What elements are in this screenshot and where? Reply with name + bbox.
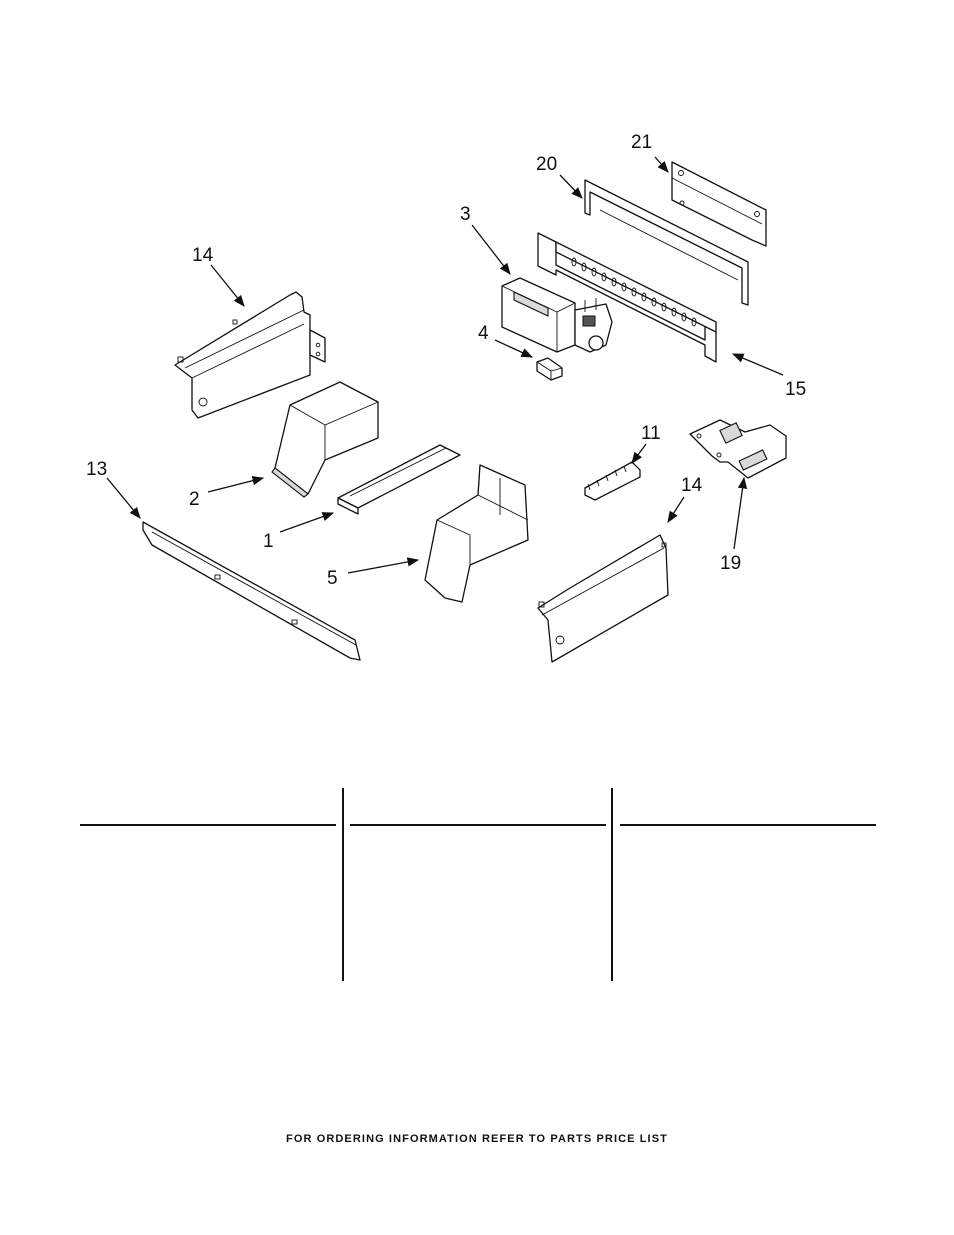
callout-14-upper: 14 [192, 245, 214, 266]
callout-20: 20 [536, 154, 557, 175]
callout-21: 21 [631, 132, 652, 153]
callout-19: 19 [720, 553, 741, 574]
part-19-board [689, 419, 787, 479]
exploded-parts-diagram: 21 20 3 4 15 14 2 1 5 13 11 14 19 [86, 132, 806, 663]
leader-lines [106, 156, 784, 574]
part-14-upper-bracket [174, 291, 326, 419]
part-2-duct [271, 381, 379, 498]
part-11-terminal-block [584, 461, 641, 501]
part-15-perforated-channel [537, 232, 717, 363]
callout-2: 2 [189, 489, 200, 510]
callout-11: 11 [641, 423, 661, 444]
table-divider-1 [342, 788, 344, 981]
part-13-rail [142, 521, 361, 661]
part-20-rail [584, 179, 749, 306]
ordering-info-footer: FOR ORDERING INFORMATION REFER TO PARTS … [286, 1133, 668, 1145]
table-divider-2 [611, 788, 613, 981]
part-4-block [536, 357, 563, 381]
part-1-strip [337, 444, 461, 515]
callout-15: 15 [785, 379, 806, 400]
part-14-lower-bracket [537, 534, 669, 663]
callout-14-lower: 14 [681, 475, 703, 496]
table-rule-col-1 [80, 824, 336, 826]
callout-13: 13 [86, 459, 107, 480]
table-rule-col-3 [620, 824, 876, 826]
table-rule-col-2 [350, 824, 606, 826]
part-3-assembly [501, 277, 613, 353]
part-5-shield [424, 464, 529, 603]
callout-3: 3 [460, 204, 471, 225]
part-21-bracket [671, 161, 767, 247]
callout-4: 4 [478, 323, 489, 344]
callout-5: 5 [327, 568, 338, 589]
callout-1: 1 [263, 531, 274, 552]
